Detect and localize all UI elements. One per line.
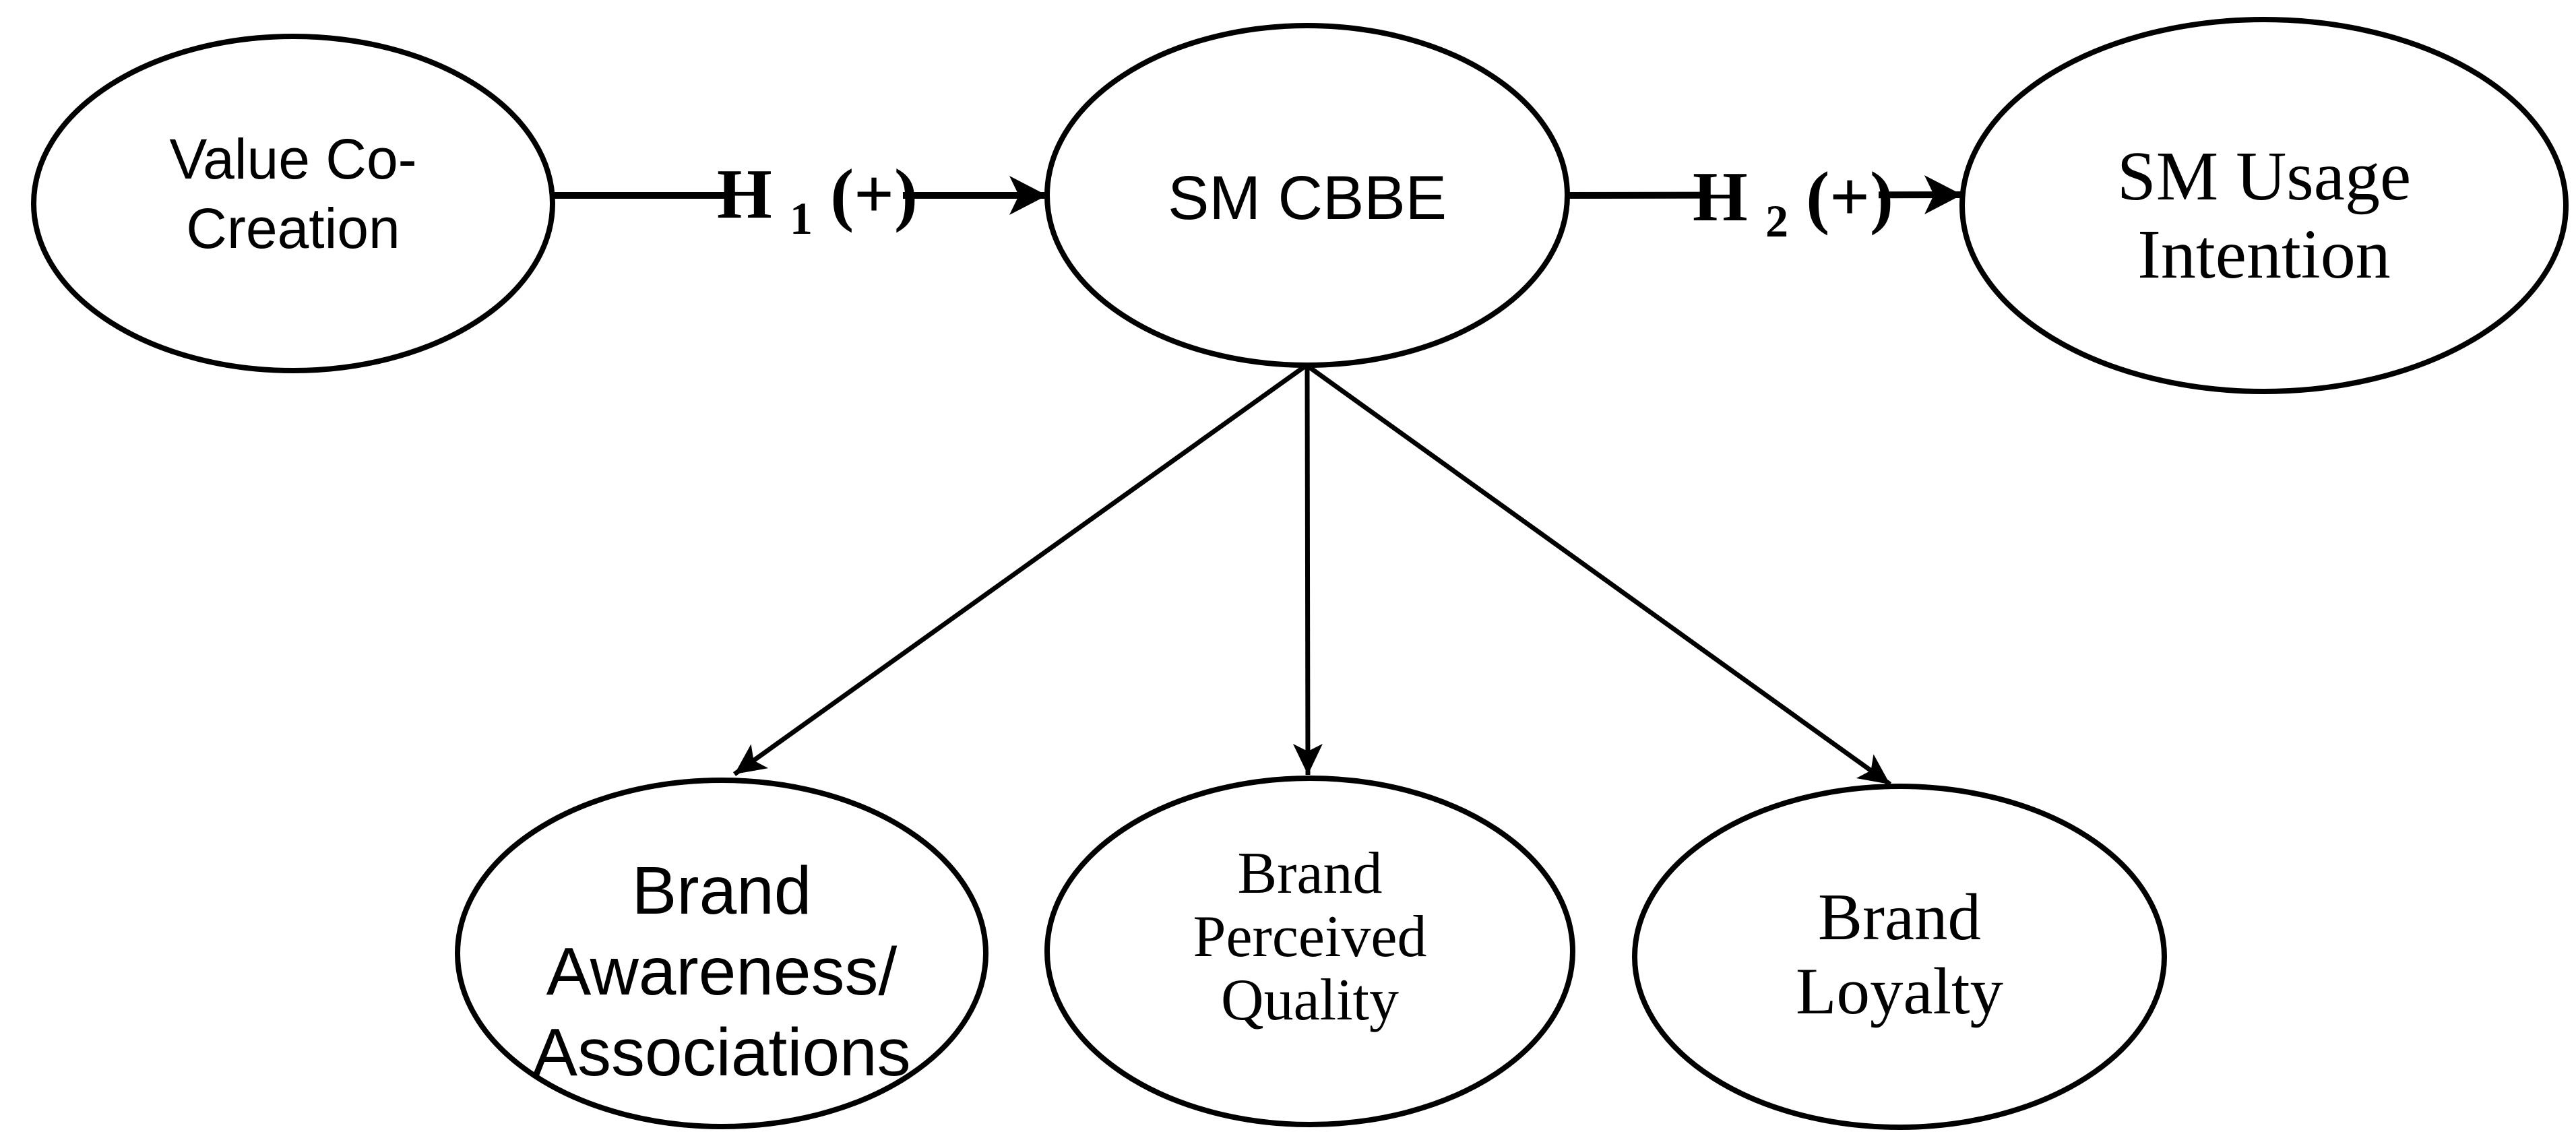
node-ellipse-value-co-creation [31, 34, 555, 373]
h2-suffix: (+) [1806, 157, 1893, 236]
node-label-brand-loyalty-line2: Loyalty [1796, 955, 2003, 1028]
h1-subscript: 1 [790, 193, 813, 244]
node-label-brand-perceived-quality-line2: Perceived [1193, 904, 1427, 970]
node-label-brand-awareness-line1: Brand [632, 853, 812, 928]
node-label-brand-loyalty-line1: Brand [1818, 881, 1981, 954]
node-ellipse-brand-loyalty [1632, 784, 2167, 1130]
node-label-value-co-creation-line1: Value Co- [169, 127, 416, 191]
node-label-brand-awareness-line3: Associations [532, 1015, 910, 1090]
h1-label-background [732, 147, 903, 247]
h1-suffix: (+) [830, 154, 918, 233]
node-label-sm-usage-intention-line1: SM Usage [2117, 137, 2411, 215]
arrow-sm-cbbe-to-brand-loyalty [1305, 363, 1892, 786]
arrow-sm-cbbe-to-brand-perceived-quality [1292, 365, 1323, 776]
h2-main: H [1693, 157, 1748, 236]
h1-main: H [717, 154, 772, 233]
h2-subscript: 2 [1765, 195, 1788, 247]
node-label-brand-perceived-quality-line1: Brand [1237, 841, 1382, 906]
node-label-sm-usage-intention-line2: Intention [2137, 216, 2390, 293]
node-ellipse-sm-usage-intention [1959, 17, 2569, 394]
edge-label-h1: H 1 (+) [717, 154, 918, 249]
arrow-sm-cbbe-to-brand-awareness-associations [732, 363, 1309, 776]
node-ellipse-brand-awareness-associations [455, 778, 988, 1129]
h2-label-background [1707, 147, 1879, 247]
node-label-sm-cbbe: SM CBBE [1168, 164, 1447, 232]
edge-label-h2: H 2 (+) [1693, 157, 1893, 252]
node-ellipse-brand-perceived-quality [1044, 776, 1575, 1127]
node-label-brand-awareness-line2: Awareness/ [546, 934, 898, 1009]
node-label-brand-perceived-quality-line3: Quality [1221, 968, 1399, 1033]
node-label-value-co-creation-line2: Creation [186, 197, 400, 260]
